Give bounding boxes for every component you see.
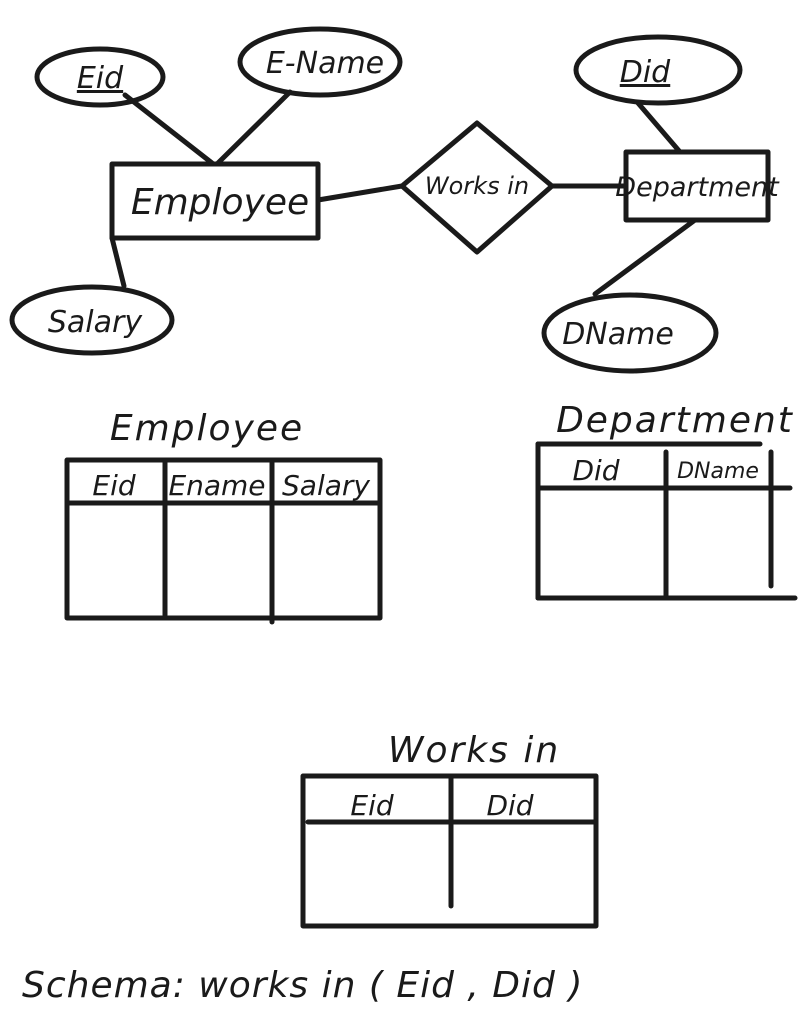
entity-department: Department <box>615 149 780 223</box>
attribute-dname-label: DName <box>562 317 674 352</box>
employee-table-title: Employee <box>110 408 304 449</box>
attribute-did: Did <box>573 34 743 106</box>
works-in-table: Works in Eid Did <box>300 730 599 929</box>
relationship-works-in: Works in <box>399 120 555 255</box>
entity-employee-label: Employee <box>131 182 309 223</box>
relationship-works-in-label: Works in <box>425 172 529 200</box>
attribute-eid: Eid <box>34 46 166 108</box>
ename-employee-line <box>215 89 293 166</box>
attribute-ename: E-Name <box>237 26 403 98</box>
employee-worksin-line <box>315 183 405 203</box>
attribute-eid-label: Eid <box>77 61 124 96</box>
employee-col-salary: Salary <box>282 469 370 502</box>
attribute-salary: Salary <box>9 284 175 356</box>
department-table: Department Did DName <box>535 400 798 601</box>
did-department-line <box>635 100 683 155</box>
department-dname-line <box>592 217 698 297</box>
employee-col-ename: Ename <box>168 469 265 502</box>
salary-employee-line <box>109 235 127 289</box>
employee-col-eid: Eid <box>92 469 135 502</box>
works-in-col-did: Did <box>486 789 533 822</box>
works-in-table-title: Works in <box>388 730 560 771</box>
schema-text: Schema: works in ( Eid , Did ) <box>22 965 583 1006</box>
entity-employee: Employee <box>109 161 321 241</box>
works-in-col-eid: Eid <box>350 789 393 822</box>
attribute-ename-label: E-Name <box>266 46 384 81</box>
department-col-did: Did <box>572 454 619 487</box>
eid-employee-line <box>122 92 215 166</box>
attribute-did-label: Did <box>620 55 671 90</box>
department-table-title: Department <box>556 400 794 441</box>
department-col-dname: DName <box>677 459 759 484</box>
attribute-salary-label: Salary <box>48 305 143 340</box>
employee-table: Employee Eid Ename Salary <box>64 408 383 625</box>
attribute-dname: DName <box>541 292 719 374</box>
er-connectors <box>109 89 698 297</box>
entity-department-label: Department <box>615 172 780 203</box>
